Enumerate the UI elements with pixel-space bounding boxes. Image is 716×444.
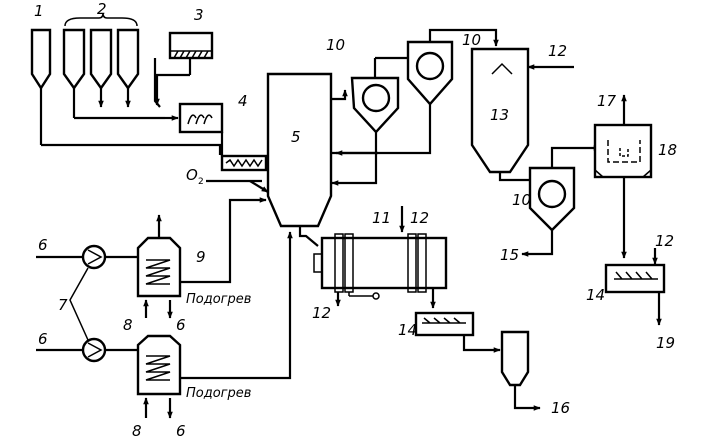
outlet-15 — [521, 230, 554, 257]
label-4: 4 — [238, 92, 248, 110]
label-7: 7 — [58, 296, 68, 314]
label-13: 13 — [490, 106, 509, 124]
reactor-to-cyclone-line — [331, 89, 348, 101]
label-2: 2 — [97, 0, 107, 18]
rotary-drum-11 — [313, 233, 448, 300]
label-6c: 6 — [176, 316, 186, 334]
line-13-to-cyclone — [498, 172, 537, 183]
oxygen-subscript: 2 — [198, 177, 204, 187]
dryer-to-bunker — [462, 335, 501, 353]
heater-9 — [136, 214, 182, 298]
cyclone-10-second — [406, 40, 454, 106]
label-15: 15 — [500, 246, 519, 264]
mixer-4 — [178, 102, 224, 134]
hoppers-2 — [62, 12, 140, 91]
label-10b: 10 — [462, 31, 481, 49]
label-6b: 6 — [38, 330, 48, 348]
label-12d: 12 — [655, 232, 674, 250]
reactor-to-kiln — [298, 226, 319, 247]
dryer-14-middle — [414, 311, 475, 337]
oxygen-arrow — [249, 180, 269, 193]
label-12c: 12 — [312, 304, 331, 322]
apparatus-18 — [593, 123, 653, 179]
pump-link-7 — [69, 267, 89, 341]
heater-lower-to-reactor — [180, 231, 293, 380]
label-10a: 10 — [326, 36, 345, 54]
reactor-5 — [266, 72, 333, 228]
cyclone-10-third — [528, 166, 576, 232]
pump-upper — [81, 244, 107, 270]
label-6a: 6 — [38, 236, 48, 254]
label-9: 9 — [196, 248, 206, 266]
pump-lower — [81, 337, 107, 363]
label-14b: 14 — [586, 286, 605, 304]
label-5: 5 — [291, 128, 301, 146]
label-18: 18 — [658, 141, 677, 159]
dryer-14-right — [604, 263, 666, 294]
label-8a: 8 — [123, 316, 133, 334]
label-12b: 12 — [548, 42, 567, 60]
label-17: 17 — [597, 92, 617, 110]
label-14a: 14 — [398, 321, 417, 339]
outlet-16 — [513, 385, 541, 411]
label-1: 1 — [34, 2, 44, 20]
preheat-label-upper: Подогрев — [186, 292, 251, 307]
line-cyclone-to-18 — [550, 145, 601, 168]
label-6d: 6 — [176, 422, 186, 440]
cyclone2-return-line — [335, 104, 432, 156]
label-11: 11 — [372, 209, 391, 227]
preheat-label-lower: Подогрев — [186, 386, 251, 401]
label-19: 19 — [656, 334, 675, 352]
label-16: 16 — [551, 399, 570, 417]
hopper-feed-lines — [39, 58, 222, 155]
gas-to-13 — [428, 28, 499, 47]
hopper-3 — [168, 31, 214, 60]
label-8b: 8 — [132, 422, 142, 440]
heater-upper-to-reactor — [180, 197, 267, 284]
apparatus-13 — [470, 47, 530, 174]
cyclone-return-line — [331, 132, 378, 186]
label-12a: 12 — [410, 209, 429, 227]
hopper-1 — [30, 28, 52, 91]
cyclone-10-first — [350, 58, 400, 134]
label-10c: 10 — [512, 191, 531, 209]
heater-lower — [136, 334, 182, 396]
oxygen-label: O — [186, 166, 198, 184]
label-3: 3 — [194, 6, 204, 24]
screw-feeder — [220, 154, 268, 172]
product-bunker — [500, 330, 530, 387]
